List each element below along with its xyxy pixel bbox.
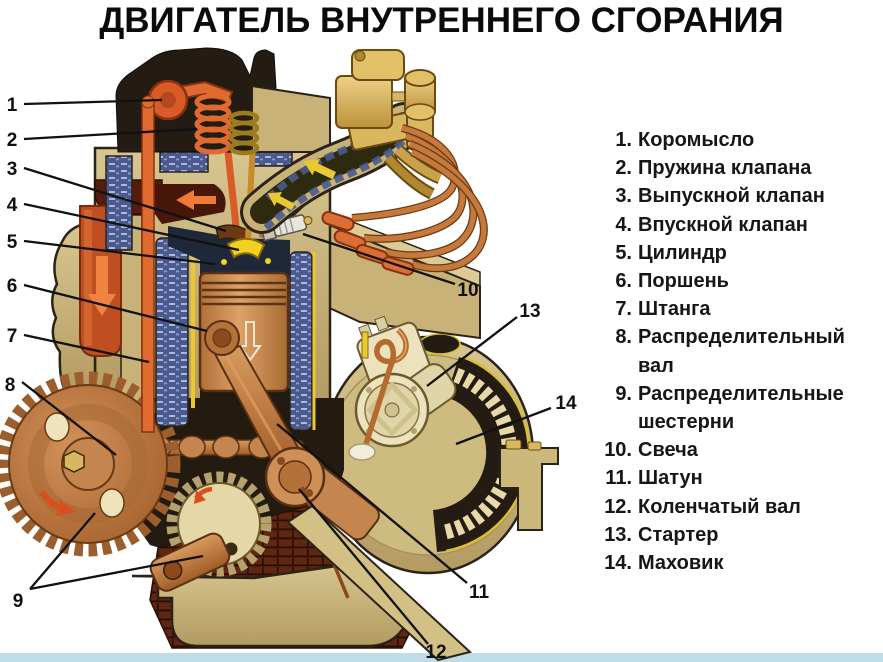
legend-item-number: 5. (615, 241, 632, 264)
legend-item-label: Пружина клапана (638, 157, 812, 180)
legend-item-label: Выпускной клапан (638, 185, 825, 208)
legend-item-number: 12. (604, 495, 632, 518)
legend-item: 8. Распределительный вал (599, 323, 877, 379)
oil-pan-rim (286, 504, 473, 662)
legend-item-label: Цилиндр (638, 241, 727, 264)
pushrod (141, 95, 155, 433)
poster-title: ДВИГАТЕЛЬ ВНУТРЕННЕГО СГОРАНИЯ (99, 1, 784, 40)
legend-item: 10. Свеча (599, 436, 877, 464)
legend-item-number: 8. (615, 326, 632, 349)
legend-item-number: 4. (615, 213, 632, 236)
legend-item-label: Свеча (638, 439, 698, 462)
callout-8: 8 (5, 375, 16, 396)
callout-6: 6 (7, 276, 18, 297)
coolant-jacket (289, 251, 313, 431)
callout-13: 13 (519, 301, 540, 322)
callout-7: 7 (7, 326, 18, 347)
combustion-chamber (168, 226, 290, 278)
callout-lines (21, 98, 552, 645)
valve-spring (194, 93, 232, 155)
callout-9: 9 (13, 591, 24, 612)
callout-14: 14 (555, 393, 577, 414)
timing-gear-large (0, 371, 181, 557)
flywheel-opening (433, 357, 529, 552)
callout-2: 2 (7, 130, 18, 151)
legend-item-label: Штанга (638, 298, 711, 321)
legend-item-label: Поршень (638, 270, 729, 293)
exhaust-arrow-icon (176, 190, 216, 210)
legend-item-label: Коромысло (638, 129, 755, 151)
timing-gear-small (149, 471, 272, 592)
legend-item: 4. Впускной клапан (599, 211, 877, 239)
legend-item-label: Распределительный вал (638, 326, 845, 377)
legend-item-label: Впускной клапан (638, 213, 808, 236)
legend-list: 1. Коромысло 2. Пружина клапана 3. Выпускно… (599, 126, 877, 577)
legend-item-number: 6. (615, 270, 632, 293)
callout-4: 4 (7, 195, 18, 216)
callout-3: 3 (7, 159, 18, 180)
legend-item: 5. Цилиндр (599, 239, 877, 267)
legend-item-number: 11. (605, 467, 632, 490)
legend-item: 2. Пружина клапана (599, 154, 877, 182)
legend-item: 7. Штанга (599, 295, 877, 323)
mounting-bracket (499, 447, 559, 531)
legend-item-number: 3. (615, 185, 632, 208)
legend-item-number: 13. (604, 523, 632, 546)
legend-item: 12. Коленчатый вал (599, 493, 877, 521)
legend-item-number: 7. (615, 298, 632, 321)
bolt-icon (527, 441, 542, 451)
legend-item-number: 10. (604, 439, 632, 462)
cylinder (105, 147, 316, 431)
bolt-icon (505, 439, 522, 450)
exhaust-flow-arrow-icon (88, 256, 116, 316)
legend-item-label: Коленчатый вал (638, 495, 801, 518)
coolant-jacket (159, 151, 209, 173)
legend-item-label: Стартер (638, 523, 719, 546)
coolant-jacket (105, 155, 133, 251)
legend-item-number: 1. (615, 129, 632, 151)
callout-numbers: 1 2 3 4 5 6 7 8 9 10 11 12 13 14 (5, 95, 577, 662)
valve-spring-second (228, 110, 260, 156)
legend-item: 13. Стартер (599, 521, 877, 549)
starter-motor (348, 315, 457, 461)
callout-1: 1 (7, 95, 18, 116)
head-wall (251, 84, 331, 153)
airflow-arrow-icon (267, 191, 295, 211)
piston-motion-arrow-icon (238, 321, 262, 362)
callout-5: 5 (7, 232, 18, 253)
legend-item: 6. Поршень (599, 267, 877, 295)
coolant-jacket (155, 237, 189, 427)
legend-item-number: 2. (615, 157, 632, 180)
callout-11: 11 (469, 582, 490, 603)
legend-item: 3. Выпускной клапан (599, 182, 877, 210)
legend-item-label: Маховик (638, 552, 724, 575)
legend-item-number: 14. (604, 552, 632, 575)
crankshaft (264, 446, 380, 599)
bolt-icon (63, 450, 85, 473)
legend-item: 1. Коромысло (599, 126, 877, 154)
callout-12: 12 (425, 642, 446, 662)
legend-item-number: 9. (615, 382, 632, 405)
legend-item: 9. Распределительные шестерни (599, 380, 877, 436)
legend-item-label: Распределительные шестерни (638, 382, 844, 434)
legend: 1. Коромысло 2. Пружина клапана 3. Выпускно… (599, 126, 877, 577)
callout-10: 10 (457, 280, 478, 301)
legend-item-label: Шатун (638, 467, 703, 490)
airflow-arrow-icon (303, 158, 337, 180)
legend-item: 11. Шатун (599, 464, 877, 492)
legend-item: 14. Маховик (599, 549, 877, 577)
